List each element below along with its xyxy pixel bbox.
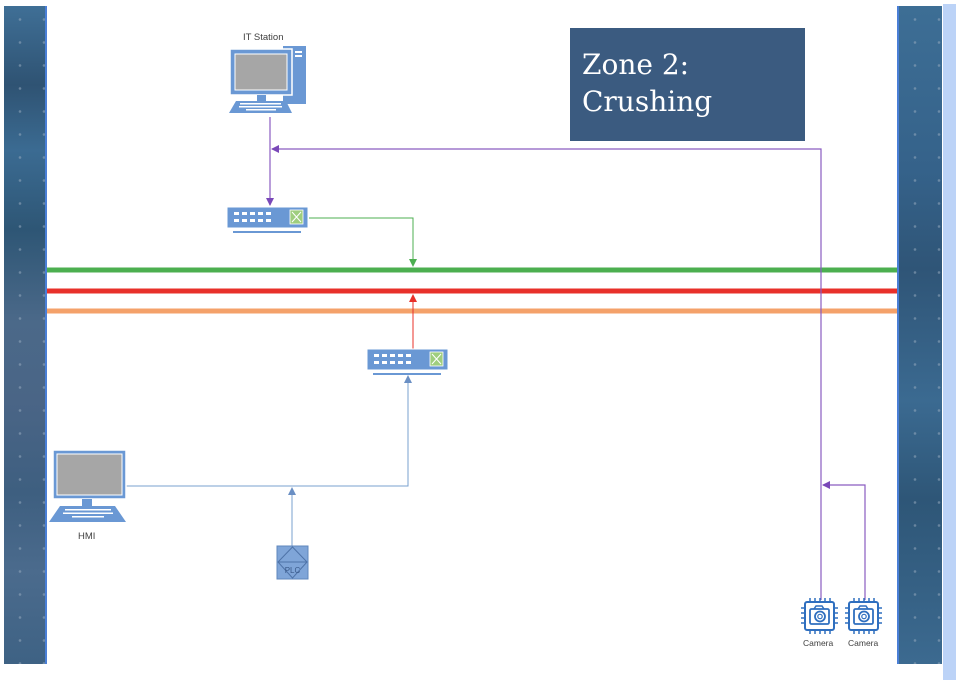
zone-title-line2: Crushing	[582, 85, 713, 118]
right-background-panel	[897, 6, 942, 664]
camera-1-icon[interactable]	[801, 598, 838, 634]
camera-2-label: Camera	[848, 638, 879, 648]
hmi-icon[interactable]	[49, 449, 127, 522]
zone-title-box: Zone 2: Crushing	[570, 28, 805, 141]
camera-2-icon[interactable]	[845, 598, 882, 634]
camera-1-label: Camera	[803, 638, 834, 648]
it-station-icon[interactable]	[229, 46, 306, 113]
it-station-label: IT Station	[243, 32, 284, 43]
left-background-panel	[4, 6, 47, 664]
hmi-label: HMI	[78, 531, 96, 542]
link-switch-top-to-green-bus	[309, 217, 417, 267]
link-camera2-to-camera1-line	[822, 481, 866, 600]
plc-label: PLC	[285, 566, 301, 575]
zone-title-line1: Zone 2:	[582, 48, 690, 81]
switch-top-icon[interactable]	[226, 206, 309, 233]
plc-icon[interactable]	[276, 545, 309, 580]
link-hmi-to-switch-bottom	[126, 375, 412, 487]
right-scrollbar-strip[interactable]	[943, 4, 956, 680]
link-camera1-to-it-station	[271, 145, 822, 600]
switch-bottom-icon[interactable]	[366, 348, 449, 375]
